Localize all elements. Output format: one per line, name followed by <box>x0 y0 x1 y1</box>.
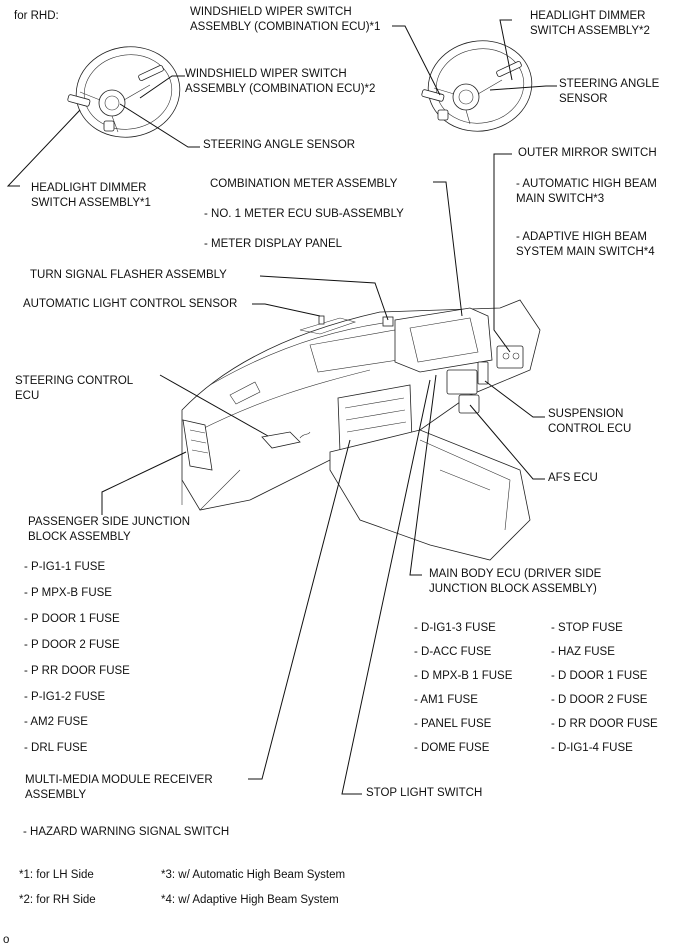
variant-heading: for RHD: <box>14 10 59 22</box>
label-meter-ecu: - NO. 1 METER ECU SUB-ASSEMBLY <box>204 208 404 220</box>
driver-fuse-item: - HAZ FUSE <box>551 646 615 658</box>
label-steering-control-ecu: STEERING CONTROL ECU <box>15 375 134 402</box>
driver-fuse-item: - STOP FUSE <box>551 622 623 634</box>
corner-mark: o <box>3 934 10 946</box>
driver-fuse-item: - D RR DOOR FUSE <box>551 718 658 730</box>
steering-wheel-right <box>421 40 533 132</box>
label-adaptive-high-beam: - ADAPTIVE HIGH BEAM SYSTEM MAIN SWITCH*… <box>516 231 655 258</box>
passenger-fuse-item: - P DOOR 1 FUSE <box>24 613 120 625</box>
label-wiper-switch-2: WINDSHIELD WIPER SWITCH ASSEMBLY (COMBIN… <box>185 68 376 95</box>
label-passenger-junction-block: PASSENGER SIDE JUNCTION BLOCK ASSEMBLY <box>28 516 191 543</box>
footnote-3: *3: w/ Automatic High Beam System <box>161 869 346 881</box>
label-turn-signal-flasher: TURN SIGNAL FLASHER ASSEMBLY <box>30 269 227 281</box>
label-steering-angle-sensor-right: STEERING ANGLE SENSOR <box>559 78 660 105</box>
leader-lines <box>6 19 557 795</box>
label-stop-light-switch: STOP LIGHT SWITCH <box>366 787 483 799</box>
label-main-body-ecu: MAIN BODY ECU (DRIVER SIDE JUNCTION BLOC… <box>429 568 602 595</box>
label-wiper-switch-1: WINDSHIELD WIPER SWITCH ASSEMBLY (COMBIN… <box>190 6 381 33</box>
footnote-2: *2: for RH Side <box>19 894 96 906</box>
label-afs-ecu: AFS ECU <box>548 472 598 484</box>
driver-fuse-item: - D MPX-B 1 FUSE <box>414 670 513 682</box>
instrument-panel <box>181 299 541 561</box>
driver-fuse-item: - DOME FUSE <box>414 742 490 754</box>
label-combination-meter: COMBINATION METER ASSEMBLY <box>210 178 398 190</box>
driver-fuse-item: - D DOOR 2 FUSE <box>551 694 648 706</box>
label-headlight-dimmer-2: HEADLIGHT DIMMER SWITCH ASSEMBLY*2 <box>530 10 650 37</box>
driver-fuse-item: - D-ACC FUSE <box>414 646 492 658</box>
passenger-fuse-item: - P-IG1-1 FUSE <box>24 561 106 573</box>
passenger-fuse-item: - DRL FUSE <box>24 742 88 754</box>
label-multimedia-receiver: MULTI-MEDIA MODULE RECEIVER ASSEMBLY <box>25 774 213 801</box>
label-steering-angle-sensor-left: STEERING ANGLE SENSOR <box>203 139 356 151</box>
driver-fuse-item: - D-IG1-3 FUSE <box>414 622 496 634</box>
driver-fuse-item: - D DOOR 1 FUSE <box>551 670 648 682</box>
label-meter-display: - METER DISPLAY PANEL <box>204 238 343 250</box>
label-auto-light-sensor: AUTOMATIC LIGHT CONTROL SENSOR <box>23 298 238 310</box>
passenger-fuse-item: - P RR DOOR FUSE <box>24 665 130 677</box>
passenger-fuse-item: - P MPX-B FUSE <box>24 587 112 599</box>
steering-wheel-left <box>67 46 181 138</box>
label-headlight-dimmer-1: HEADLIGHT DIMMER SWITCH ASSEMBLY*1 <box>31 182 151 209</box>
passenger-fuse-item: - P DOOR 2 FUSE <box>24 639 120 651</box>
footnote-1: *1: for LH Side <box>19 869 94 881</box>
passenger-fuse-item: - AM2 FUSE <box>24 716 88 728</box>
driver-fuse-item: - PANEL FUSE <box>414 718 492 730</box>
label-hazard-switch: - HAZARD WARNING SIGNAL SWITCH <box>23 826 230 838</box>
footnote-4: *4: w/ Adaptive High Beam System <box>161 894 339 906</box>
driver-fuse-item: - AM1 FUSE <box>414 694 478 706</box>
label-suspension-control-ecu: SUSPENSION CONTROL ECU <box>548 408 632 435</box>
passenger-fuse-item: - P-IG1-2 FUSE <box>24 691 106 703</box>
label-auto-high-beam: - AUTOMATIC HIGH BEAM MAIN SWITCH*3 <box>516 178 657 205</box>
driver-fuse-item: - D-IG1-4 FUSE <box>551 742 633 754</box>
label-outer-mirror-switch: OUTER MIRROR SWITCH <box>518 147 657 159</box>
